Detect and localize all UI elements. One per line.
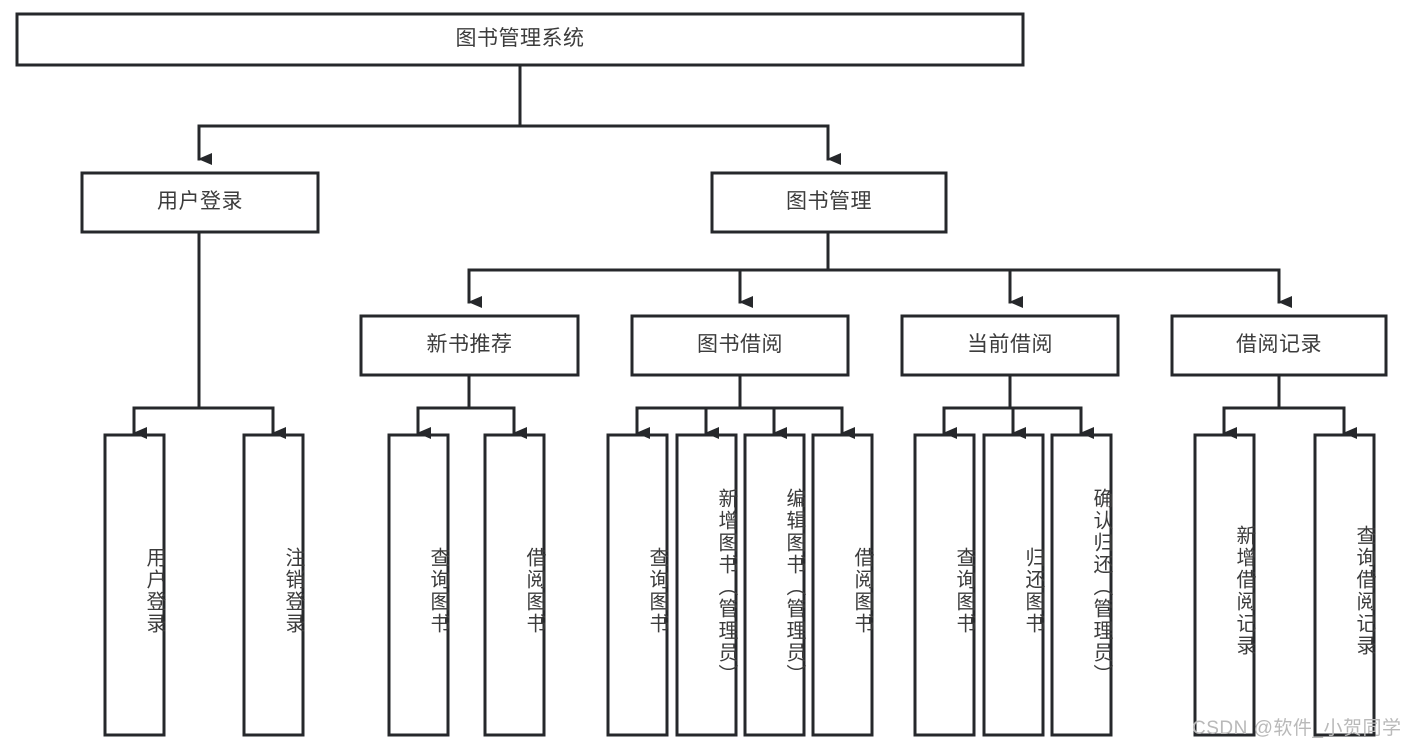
node-level2-borrow-box[interactable] [630,314,850,377]
node-leaf-box[interactable] [675,433,738,737]
node-level2-records-box[interactable] [1170,314,1388,377]
node-leaf-box[interactable] [1050,433,1113,737]
node-leaf-box[interactable] [242,433,305,737]
node-leaf-box[interactable] [1313,433,1376,737]
node-leaf-box[interactable] [606,433,669,737]
node-leaf-box[interactable] [982,433,1045,737]
node-leaf-box[interactable] [387,433,450,737]
node-level1-user-login-box[interactable] [80,171,320,234]
node-leaf-box[interactable] [483,433,546,737]
node-leaf-box[interactable] [811,433,874,737]
node-root-box[interactable] [15,12,1025,67]
node-leaf-box[interactable] [743,433,806,737]
node-leaf-box[interactable] [1193,433,1256,737]
node-leaf-box[interactable] [913,433,976,737]
node-level2-new-book-box[interactable] [359,314,580,377]
node-leaf-box[interactable] [103,433,166,737]
node-level2-current-borrow-box[interactable] [900,314,1120,377]
node-level1-book-manage-box[interactable] [710,171,948,234]
